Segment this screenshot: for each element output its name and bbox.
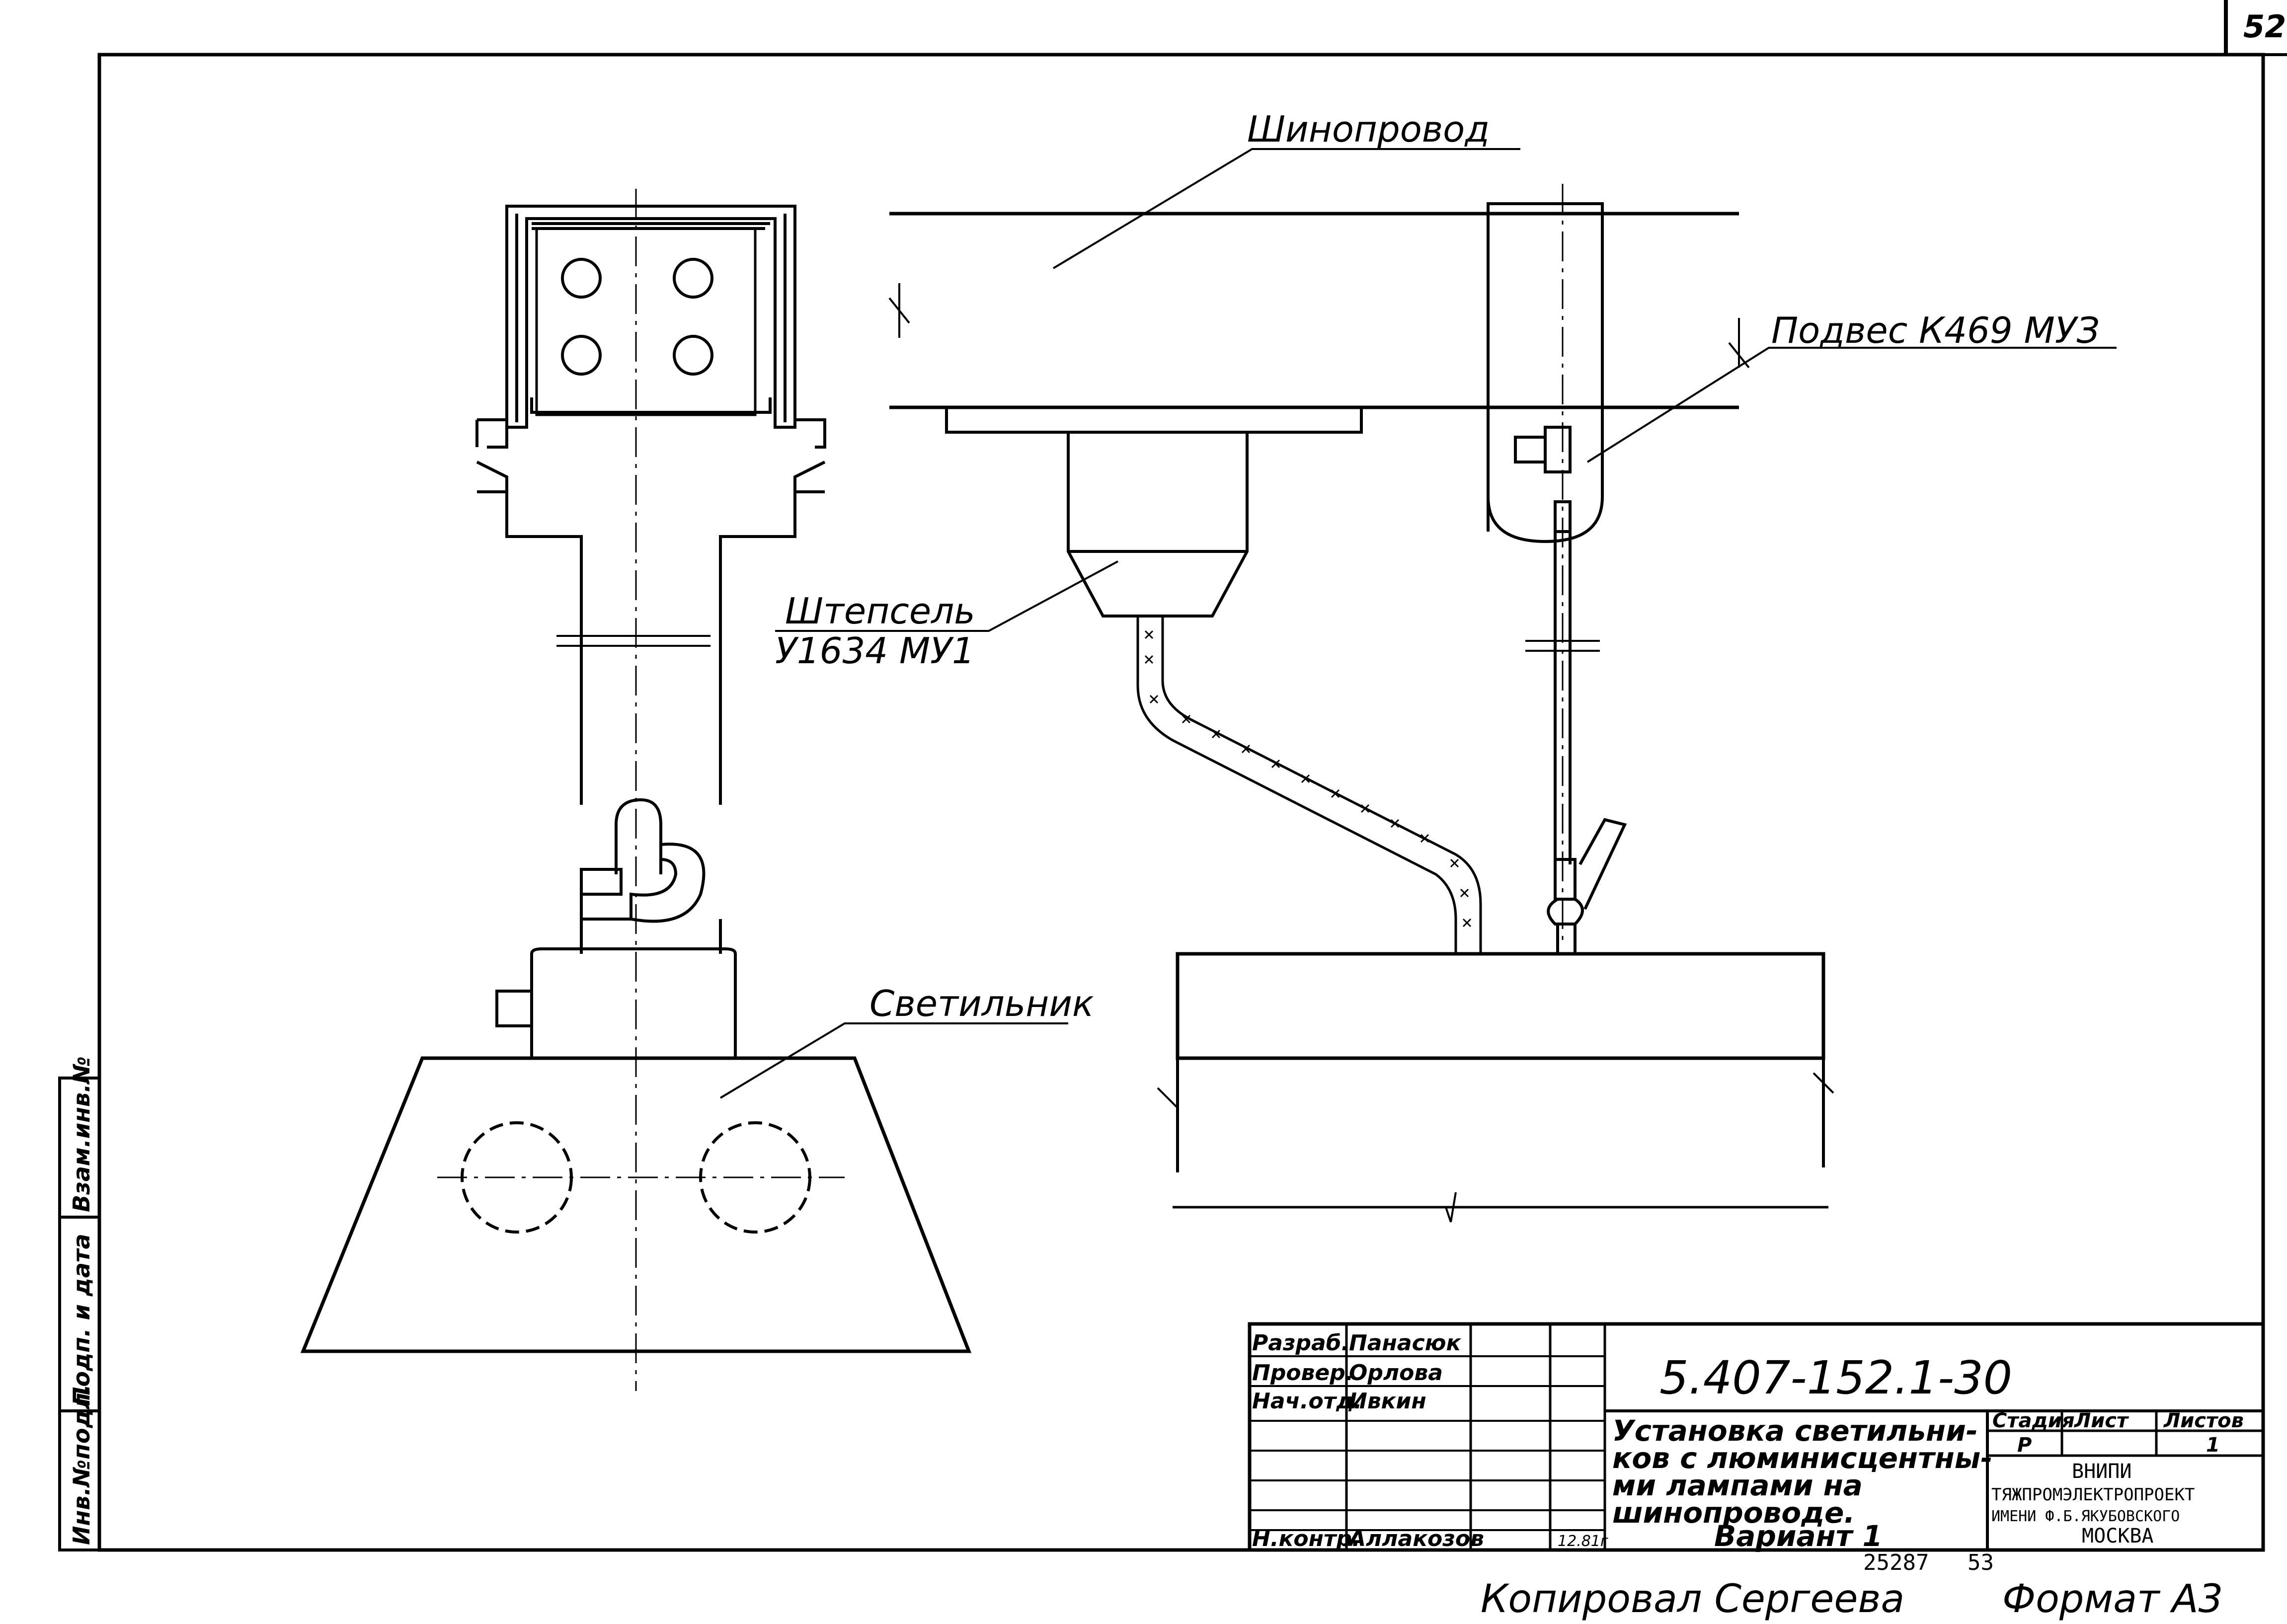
role-norm-control: Н.контр.: [1252, 1526, 1360, 1551]
cable-markers: [1144, 630, 1472, 928]
sheet-header: Лист: [2074, 1409, 2129, 1432]
date-norm-control: 12.81г: [1558, 1533, 1608, 1550]
drawing-title: Установка светильни- ков с люминисцентны…: [1612, 1414, 1992, 1553]
archive-number: 25287: [1863, 1550, 1929, 1575]
name-norm-control: Аллакозов: [1347, 1526, 1484, 1551]
title-block-roles: Разраб. Панасюк Провер. Орлова Нач.отд. …: [1252, 1330, 1608, 1551]
title-line-1: Установка светильни-: [1612, 1414, 1978, 1448]
stage-header: Стадия: [1992, 1409, 2075, 1432]
title-line-5: Вариант 1: [1714, 1519, 1883, 1553]
name-checker: Орлова: [1349, 1360, 1443, 1386]
label-luminaire: Светильник: [869, 983, 1094, 1024]
page-number-box: 52: [2224, 0, 2287, 56]
role-developer: Разраб.: [1252, 1330, 1349, 1356]
org-line-2: ТЯЖПРОМЭЛЕКТРОПРОЕКТ: [1991, 1485, 2195, 1505]
label-hanger: Подвес К469 МУЗ: [1771, 309, 2100, 351]
label-plug-line2: У1634 МУ1: [775, 630, 975, 672]
side-stamp-replace: Взам.инв.№: [68, 1056, 95, 1212]
sheets-value: 1: [2206, 1434, 2220, 1457]
name-developer: Панасюк: [1349, 1330, 1461, 1356]
title-line-2: ков с люминисцентны-: [1612, 1441, 1992, 1475]
side-view: [888, 184, 1834, 1223]
organization: ВНИПИ ТЯЖПРОМЭЛЕКТРОПРОЕКТ ИМЕНИ Ф.Б.ЯКУ…: [1991, 1460, 2195, 1547]
format-label: Формат А3: [2002, 1577, 2223, 1622]
title-line-4: шинопроводе.: [1612, 1496, 1855, 1530]
copied-by: Копировал Сергеева: [1481, 1577, 1904, 1622]
org-line-4: МОСКВА: [2082, 1525, 2154, 1547]
archive-sheet: 53: [1968, 1550, 1994, 1575]
role-head: Нач.отд.: [1252, 1389, 1362, 1414]
leaders: [719, 148, 2117, 1099]
name-head: Ивкин: [1349, 1389, 1426, 1414]
org-line-1: ВНИПИ: [2072, 1460, 2131, 1483]
drawing-frame: [97, 53, 2265, 1552]
stage-value: Р: [2017, 1434, 2032, 1457]
side-stamp-sign: Подп. и дата: [68, 1234, 95, 1406]
side-stamp-inv: Инв.№подл.: [68, 1384, 95, 1545]
stage-cells: Стадия Лист Листов Р 1: [1992, 1409, 2244, 1457]
org-line-3: ИМЕНИ Ф.Б.ЯКУБОВСКОГО: [1991, 1508, 2180, 1525]
sheets-header: Листов: [2163, 1409, 2244, 1432]
page-number: 52: [2243, 8, 2286, 45]
role-checker: Провер.: [1252, 1360, 1353, 1386]
front-view: [300, 189, 972, 1391]
title-line-3: ми лампами на: [1612, 1469, 1863, 1502]
side-stamp: Инв.№подл. Подп. и дата Взам.инв.№: [58, 1056, 101, 1551]
label-plug-line1: Штепсель: [785, 590, 975, 632]
title-block: [1248, 1322, 2265, 1552]
label-busbar: Шинопровод: [1247, 108, 1490, 150]
drawing-designation: 5.407-152.1-30: [1659, 1351, 2012, 1404]
